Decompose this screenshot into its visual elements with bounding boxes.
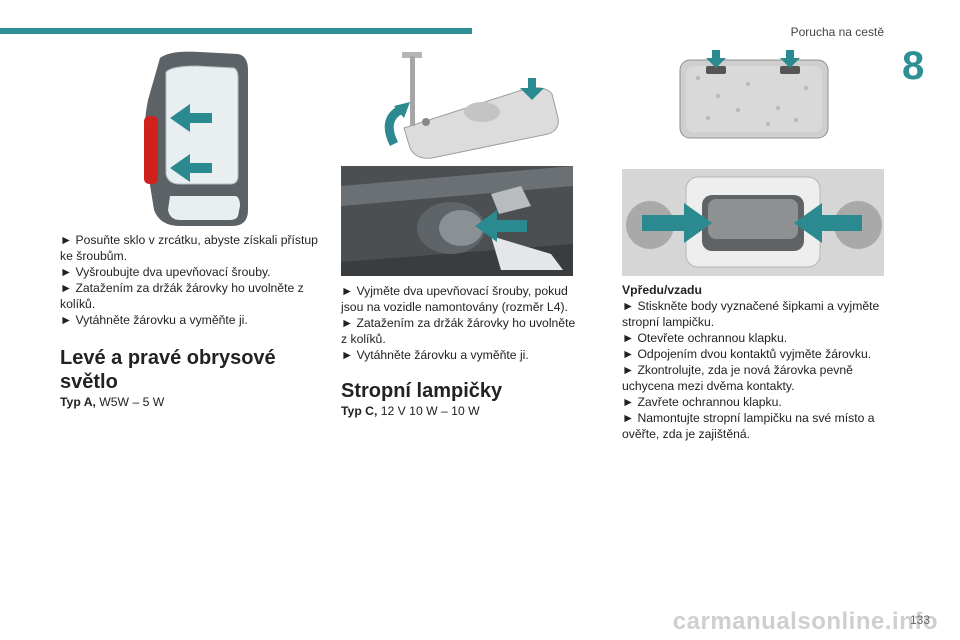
ceiling-lamp-side-illustration — [622, 169, 884, 276]
section-title: Porucha na cestě — [790, 25, 884, 39]
instruction-step: ► Namontujte stropní lampičku na své mís… — [622, 411, 875, 441]
column-2: ► Vyjměte dva upevňovací šrouby, pokud j… — [341, 283, 581, 419]
mirror-illustration — [144, 51, 248, 226]
arrow-icon — [642, 203, 712, 243]
page-number: 133 — [909, 613, 930, 627]
instruction-step: ► Otevřete ochrannou klapku. — [622, 331, 788, 345]
arrow-icon — [780, 50, 800, 68]
instruction-step: ► Vyšroubujte dva upevňovací šrouby. — [60, 265, 271, 279]
arrow-icon — [475, 210, 527, 242]
instruction-step: ► Vyjměte dva upevňovací šrouby, pokud j… — [341, 284, 568, 314]
instruction-step: ► Zavřete ochrannou klapku. — [622, 395, 782, 409]
instruction-step: ► Posuňte sklo v zrcátku, abyste získali… — [60, 233, 318, 263]
screw-removal-illustration — [384, 52, 559, 159]
section-heading: Levé a pravé obrysové světlo — [60, 347, 276, 393]
column-1: ► Posuňte sklo v zrcátku, abyste získali… — [60, 232, 325, 410]
instruction-step: ► Zatažením za držák žárovky ho uvolněte… — [341, 316, 576, 346]
arrow-icon — [794, 203, 862, 243]
chapter-number: 8 — [902, 44, 925, 88]
instruction-step: ► Stiskněte body vyznačené šipkami a vyj… — [622, 299, 880, 329]
watermark: carmanualsonline.info — [672, 608, 938, 635]
instruction-step: ► Vytáhněte žárovku a vyměňte ji. — [60, 313, 248, 327]
bulb-holder-illustration — [341, 166, 573, 276]
arrow-icon — [170, 104, 212, 132]
instruction-step: ► Zkontrolujte, zda je nová žárovka pevn… — [622, 363, 853, 393]
column-3: Vpředu/vzadu ► Stiskněte body vyznačené … — [622, 282, 887, 442]
arrow-icon — [520, 78, 544, 100]
ceiling-lamp-top-illustration — [679, 50, 829, 139]
arrow-icon — [706, 50, 726, 68]
arrow-icon — [170, 154, 212, 182]
instruction-step: ► Zatažením za držák žárovky ho uvolněte… — [60, 281, 304, 311]
instruction-step: ► Vytáhněte žárovku a vyměňte ji. — [341, 348, 529, 362]
subheading: Vpředu/vzadu — [622, 283, 702, 297]
section-heading: Stropní lampičky — [341, 380, 503, 402]
bulb-type: Typ A, W5W – 5 W — [60, 395, 165, 409]
instruction-step: ► Odpojením dvou kontaktů vyjměte žárovk… — [622, 347, 872, 361]
header-accent-bar — [0, 28, 472, 34]
bulb-type: Typ C, 12 V 10 W – 10 W — [341, 404, 480, 418]
